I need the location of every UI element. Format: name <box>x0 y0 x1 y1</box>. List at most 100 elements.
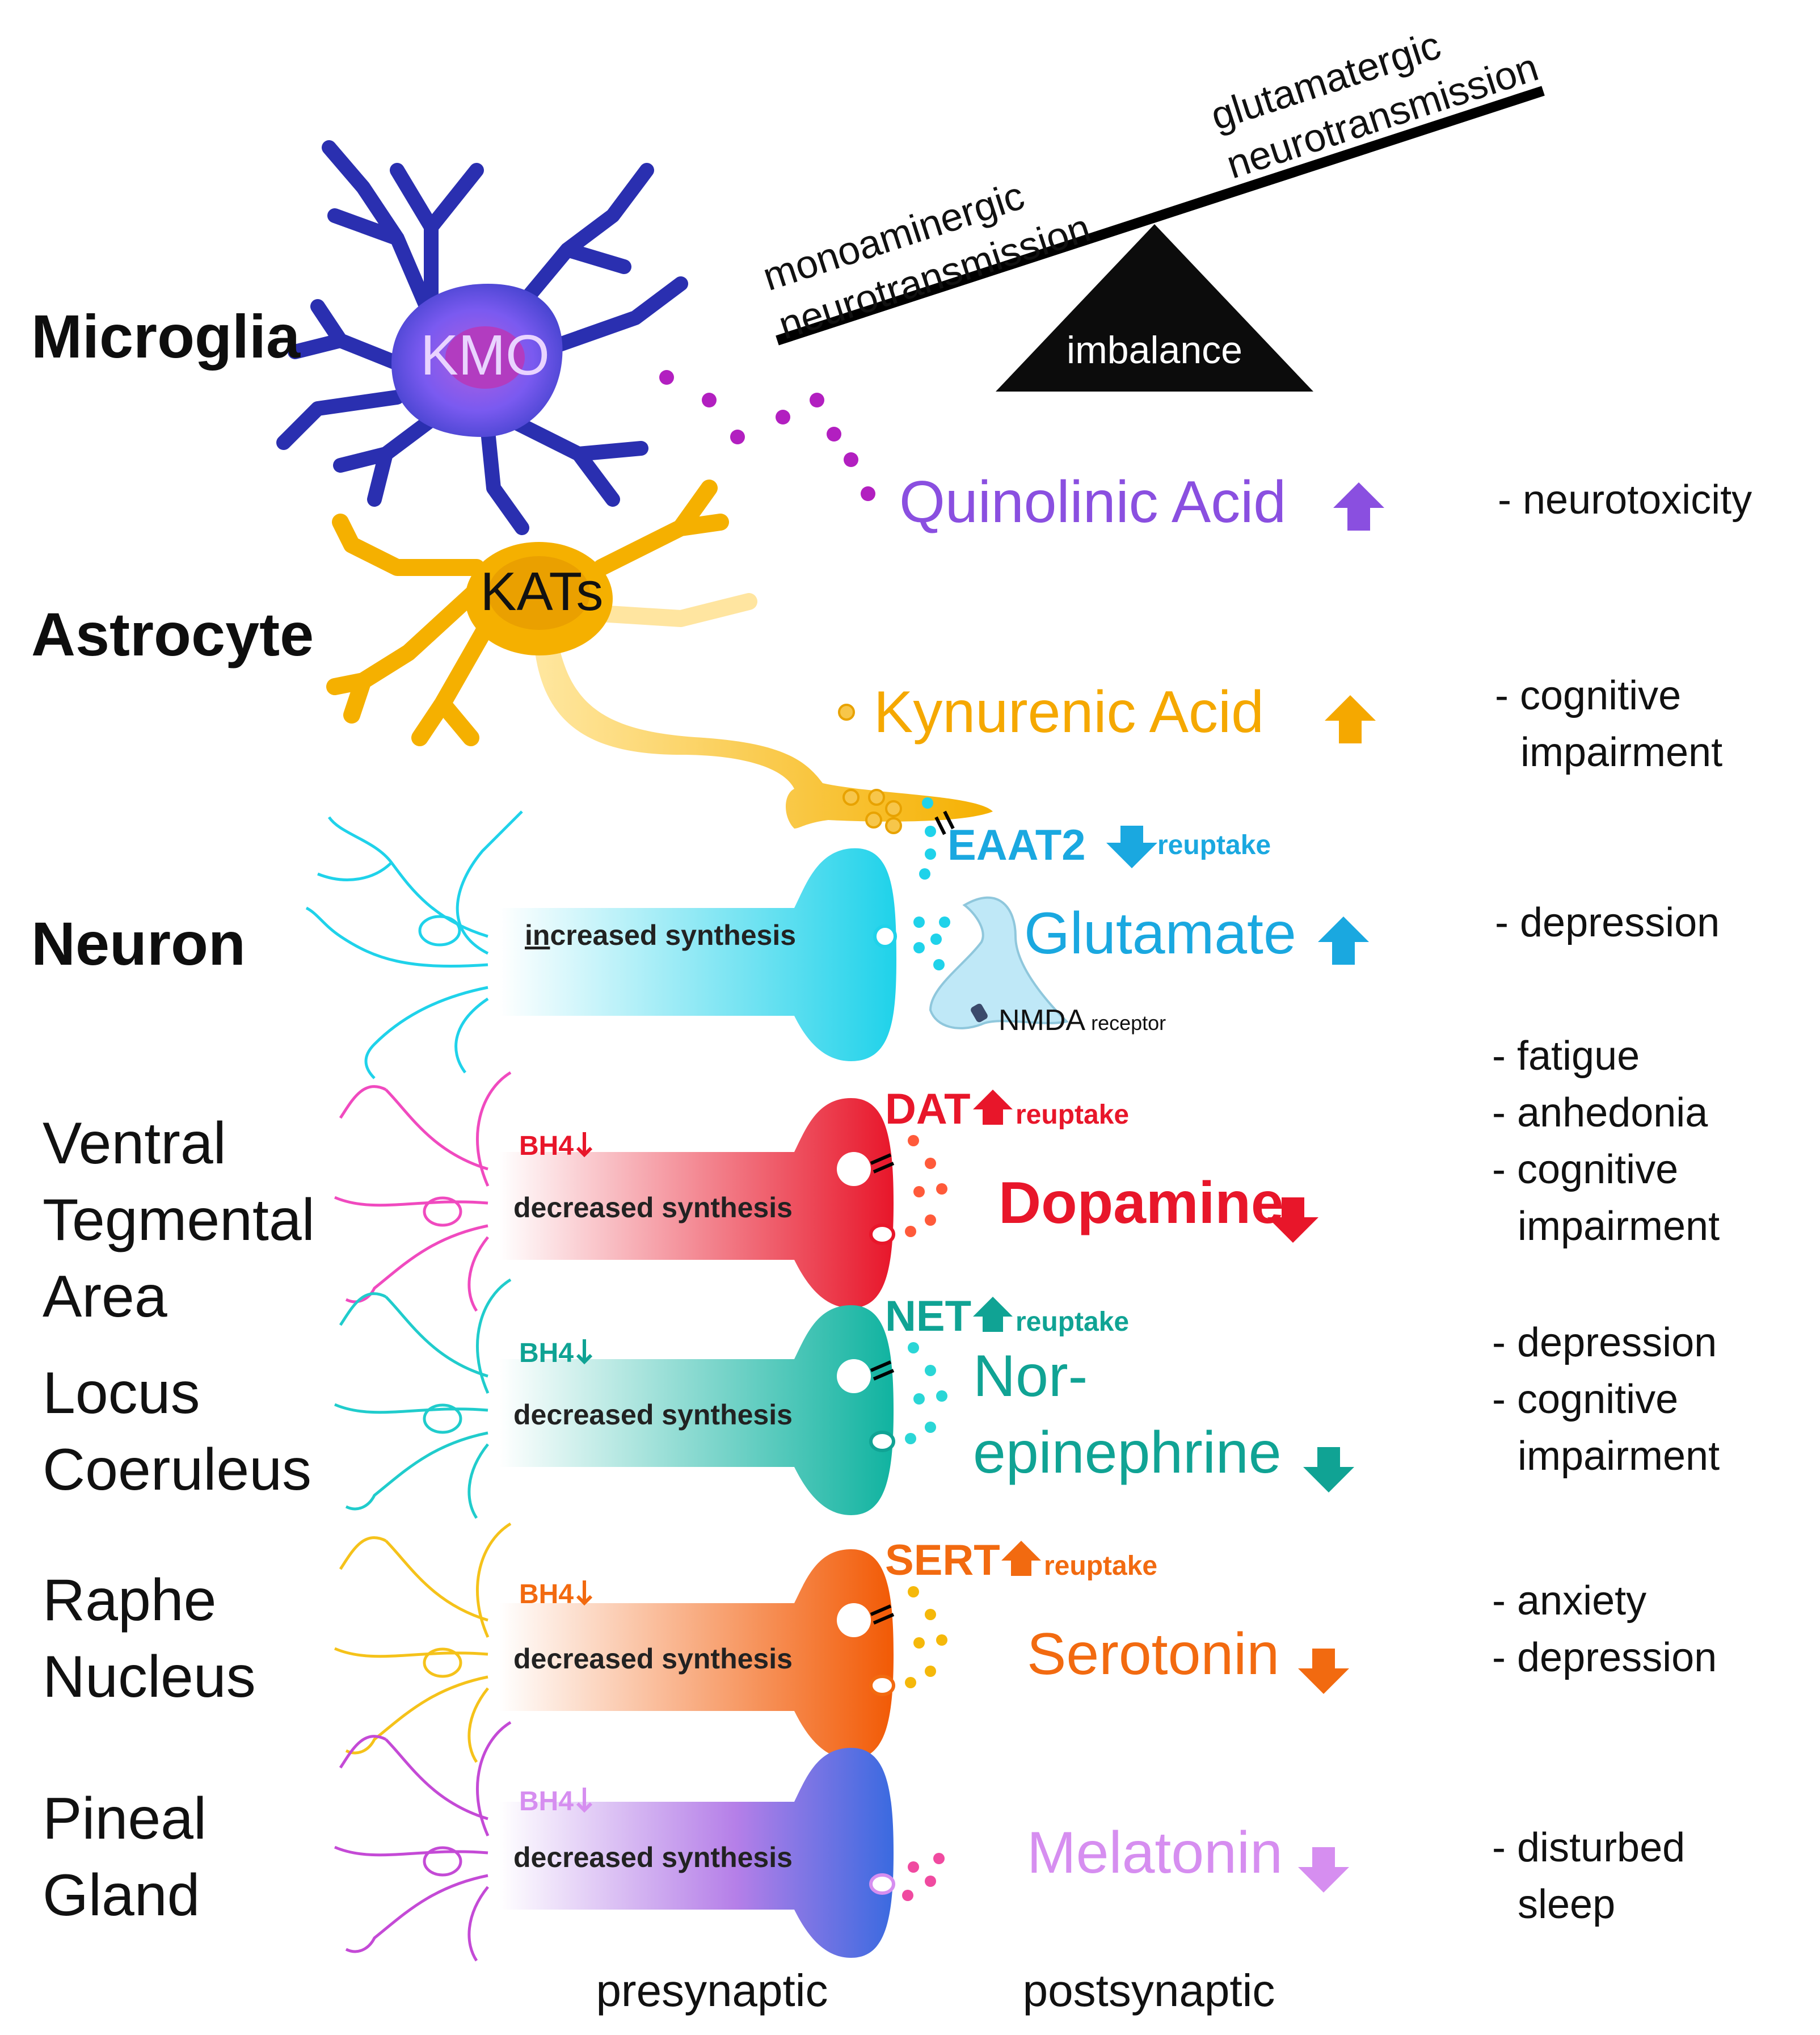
glutamate-label: Glutamate <box>1024 901 1296 966</box>
astrocyte-cell: KATs Astrocyte <box>31 480 993 834</box>
effect-line: impairment <box>1518 1204 1720 1249</box>
neurotransmitter-dot <box>936 1390 947 1402</box>
effect-line: - anhedonia <box>1492 1090 1708 1136</box>
axon-terminal <box>499 1549 894 1759</box>
arrow-up-icon <box>1325 695 1376 743</box>
neurotransmitter-dot <box>913 1637 925 1649</box>
bh4-cofactor-label: BH4 <box>519 1131 574 1161</box>
seesaw-beam <box>776 86 1545 346</box>
nmda-channel-icon <box>971 1003 988 1023</box>
fulcrum-label: imbalance <box>1067 329 1242 372</box>
neurotransmitter-dot <box>913 1186 925 1197</box>
neurotransmitter-dot <box>913 1393 925 1405</box>
kyna-vesicle <box>885 817 902 834</box>
glu-dot <box>913 916 925 928</box>
qa-dot <box>659 370 674 385</box>
arrow-down-icon <box>1298 1649 1349 1694</box>
kyna-dot <box>838 704 855 721</box>
transporter-label: DAT <box>885 1085 971 1133</box>
kynurenic-acid: Kynurenic Acid - cognitive impairment <box>838 673 1722 775</box>
neurotransmitter-dot <box>925 1876 936 1887</box>
synthesis-label: decreased synthesis <box>513 1643 793 1675</box>
reuptake-label: reuptake <box>1044 1551 1157 1581</box>
transmitter-label-line: Nor- <box>973 1343 1088 1409</box>
transporter-icon <box>870 1604 895 1625</box>
dendrite-branch <box>467 1236 489 1312</box>
qa-dot <box>861 486 875 501</box>
glu-dot <box>939 916 950 928</box>
dendrite-branch <box>334 1196 488 1207</box>
neurotransmitter-dot <box>905 1226 916 1237</box>
effect-line: - cognitive <box>1492 1377 1678 1422</box>
microglia-label: Microglia <box>31 302 301 371</box>
dendrite-branch <box>467 1443 489 1519</box>
transmitter-label-line: Dopamine <box>999 1170 1284 1236</box>
arrow-down-icon <box>1106 826 1157 868</box>
glu-vesicle-release <box>873 924 897 948</box>
kyna-vesicle <box>865 812 882 829</box>
qa-dot <box>730 430 745 444</box>
reuptake-label: reuptake <box>1016 1100 1129 1130</box>
transporter-icon <box>870 1153 895 1174</box>
release-vesicle <box>869 1675 895 1696</box>
arrow-up-icon <box>973 1297 1013 1332</box>
reuptake-label: reuptake <box>1016 1307 1129 1337</box>
nmda-receptor <box>929 896 1069 1029</box>
effect-line: - disturbed <box>1492 1825 1685 1870</box>
effect-line: - cognitive <box>1492 1147 1678 1192</box>
neurotransmitter-dot <box>936 1183 947 1195</box>
balance-scale: imbalance monoaminergic neurotransmissio… <box>757 23 1545 392</box>
neurotransmitter-dot <box>908 1861 919 1873</box>
region-label-line: Gland <box>43 1862 200 1928</box>
effect-line: impairment <box>1518 1433 1720 1479</box>
arrow-down-icon <box>576 1339 593 1365</box>
glu-dot <box>930 934 942 945</box>
vesicle <box>837 1603 871 1637</box>
dendrite-branch <box>467 1687 489 1763</box>
glutamate-effect: - depression <box>1495 900 1720 945</box>
kyna-vesicle <box>868 789 885 806</box>
region-label-line: Raphe <box>43 1567 216 1633</box>
neurotransmitter-dot <box>933 1853 945 1864</box>
neurotransmitter-dot <box>908 1342 919 1353</box>
region-label-line: Tegmental <box>43 1187 315 1253</box>
effect-line: - depression <box>1492 1635 1717 1680</box>
glu-dot <box>925 848 936 860</box>
dendrite-branch <box>345 1675 488 1755</box>
neuron-dendrites <box>305 810 523 1079</box>
arrow-up-icon <box>973 1090 1013 1125</box>
bh4-cofactor-label: BH4 <box>519 1579 574 1609</box>
neurotransmitter-dot <box>936 1634 947 1646</box>
transporter-bar <box>870 1360 892 1372</box>
neurotransmitter-dot <box>925 1365 936 1376</box>
qa-dot <box>827 427 841 442</box>
axon-terminal <box>499 1748 894 1958</box>
kynurenic-effect-line1: - cognitive <box>1495 673 1681 718</box>
arrow-down-icon <box>576 1580 593 1606</box>
effect-line: - anxiety <box>1492 1578 1646 1624</box>
astrocyte-process <box>533 630 993 829</box>
release-vesicle <box>869 1431 895 1452</box>
qa-dot <box>776 410 790 424</box>
transporter-label: NET <box>885 1292 971 1340</box>
eaat2-label: EAAT2 <box>947 821 1086 869</box>
region-label-line: Pineal <box>43 1786 207 1852</box>
neurotransmitter-dot <box>908 1135 919 1146</box>
soma-nucleus <box>423 1647 462 1678</box>
axon-terminal <box>499 1098 894 1308</box>
synthesis-label: decreased synthesis <box>513 1841 793 1873</box>
presynaptic-label: presynaptic <box>596 1965 828 2016</box>
qa-dot <box>810 393 824 407</box>
transmitter-label-line: Melatonin <box>1027 1820 1283 1886</box>
glu-dot <box>925 826 936 837</box>
neurotransmitter-dot <box>902 1890 913 1901</box>
region-label-line: Locus <box>43 1360 200 1426</box>
synthesis-label: decreased synthesis <box>513 1192 793 1223</box>
effect-line: - fatigue <box>1492 1033 1640 1079</box>
fulcrum-triangle <box>996 224 1313 392</box>
arrow-down-icon <box>1298 1847 1349 1893</box>
